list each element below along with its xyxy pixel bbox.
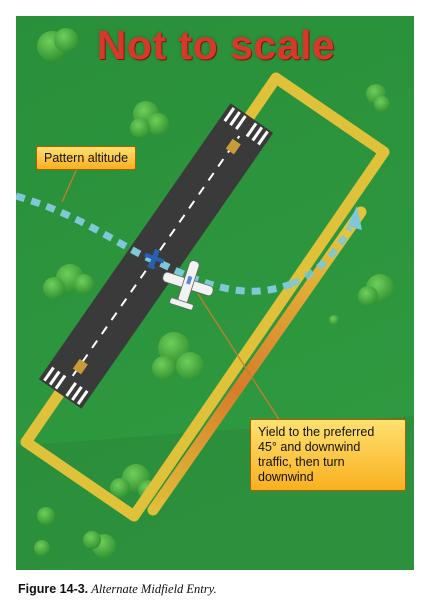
pattern-altitude-leader xyxy=(61,165,79,203)
airport-pattern-diagram xyxy=(16,16,414,570)
entry-path-turn xyxy=(289,226,354,288)
tree-icon xyxy=(34,28,394,558)
diagram-title: Not to scale xyxy=(96,22,336,68)
airplane-icon xyxy=(144,248,165,270)
airplane-icon xyxy=(162,260,214,311)
downwind-leg xyxy=(147,206,367,516)
figure-title: Alternate Midfield Entry. xyxy=(91,582,217,596)
pattern-altitude-label: Pattern altitude xyxy=(36,146,137,170)
figure-label: Figure 14-3. xyxy=(18,582,89,596)
pattern-arrow-icon xyxy=(347,206,362,230)
yield-note-label: Yield to the preferred 45° and downwind … xyxy=(250,419,406,491)
figure-caption: Figure 14-3. Alternate Midfield Entry. xyxy=(18,582,418,597)
yield-leader xyxy=(197,293,281,422)
